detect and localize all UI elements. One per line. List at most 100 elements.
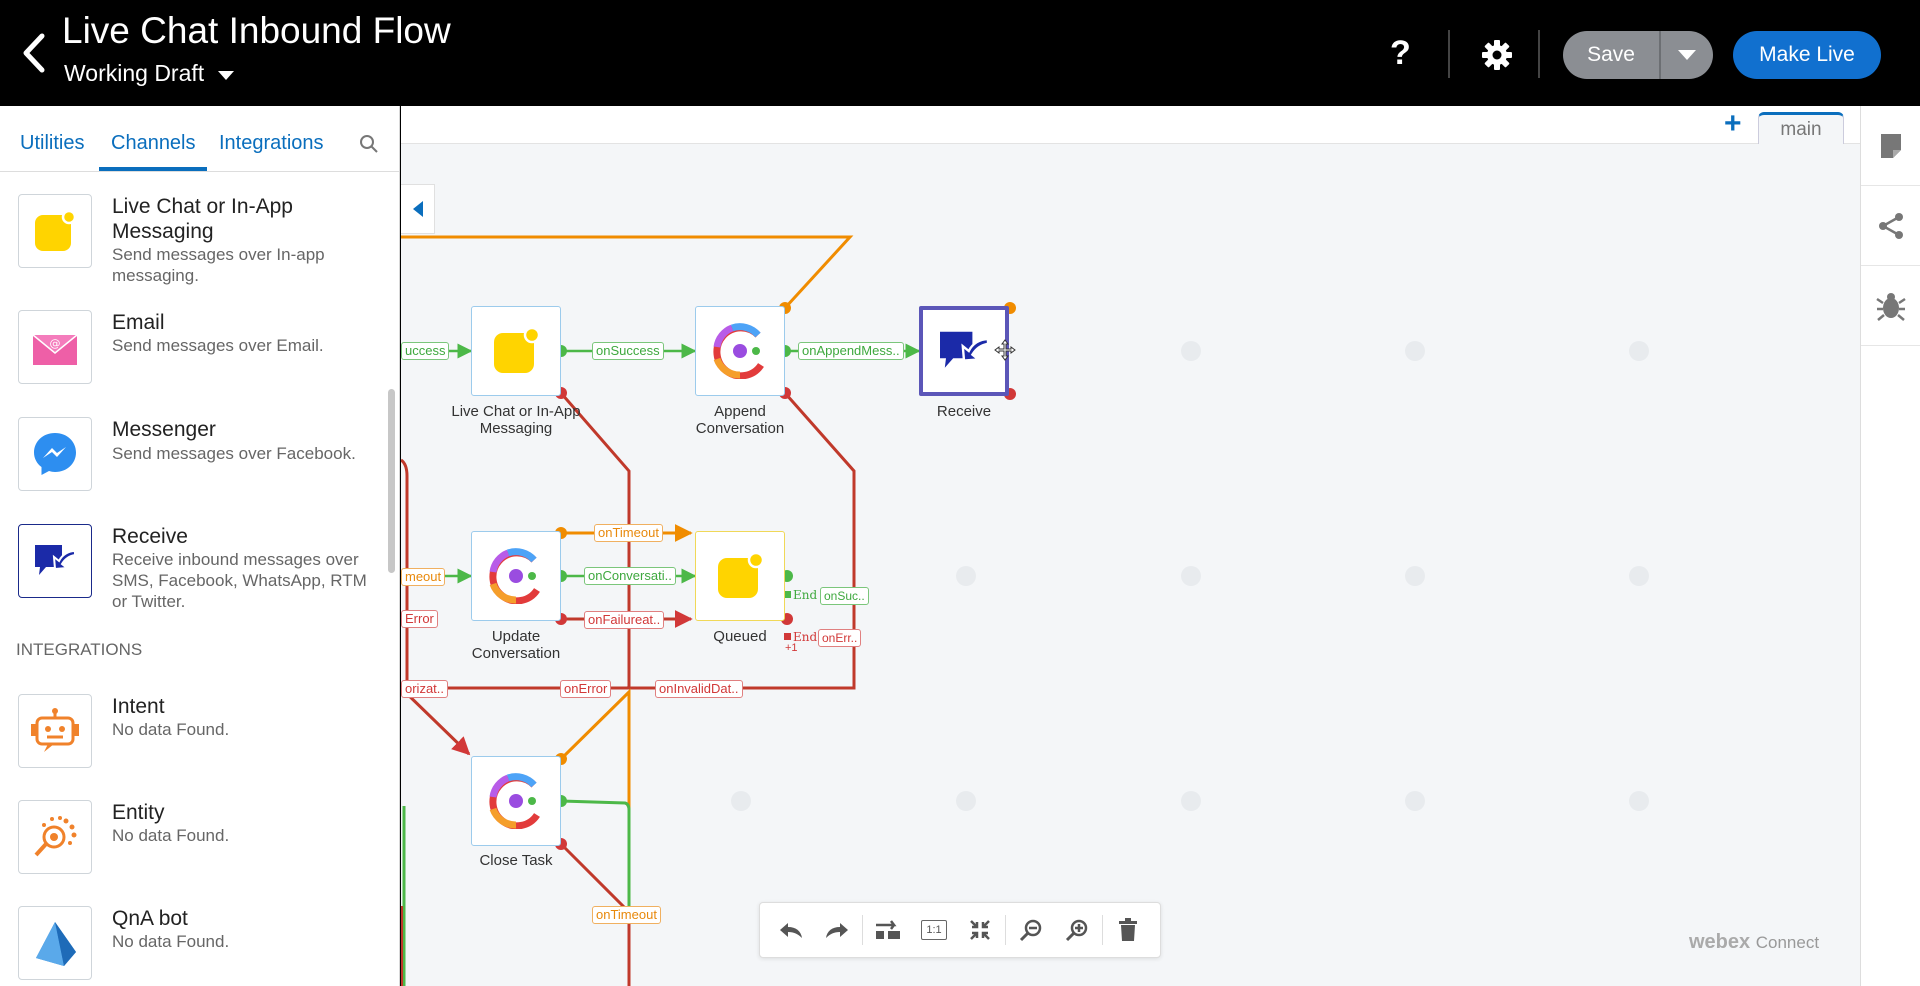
node-live-chat[interactable] xyxy=(471,306,561,396)
canvas-tab-bar: + main xyxy=(401,106,1860,144)
back-arrow-icon[interactable] xyxy=(18,32,52,74)
edge-label[interactable]: onAppendMess.. xyxy=(798,342,904,360)
receive-icon xyxy=(940,331,990,368)
node-label: Update Conversation xyxy=(471,628,561,662)
top-bar: Live Chat Inbound Flow Working Draft ? S… xyxy=(0,0,1920,106)
move-cursor-icon xyxy=(994,339,1016,366)
conversation-icon xyxy=(713,323,764,379)
tab-utilities[interactable]: Utilities xyxy=(20,132,85,154)
notes-icon[interactable] xyxy=(1861,106,1920,186)
tab-channels[interactable]: Channels xyxy=(111,132,196,154)
actual-size-label: 1:1 xyxy=(921,920,947,940)
brand-suffix: Connect xyxy=(1755,933,1820,952)
palette-item-name: QnA bot xyxy=(112,907,188,930)
zoom-out-icon[interactable] xyxy=(1008,910,1054,950)
more-outputs-label[interactable]: +1 xyxy=(785,642,798,654)
edge-label[interactable]: onTimeout xyxy=(592,906,661,924)
live-chat-icon xyxy=(718,552,764,598)
node-receive-selected[interactable] xyxy=(919,306,1009,396)
fit-to-screen-icon[interactable] xyxy=(957,910,1003,950)
divider xyxy=(862,915,863,945)
tab-main[interactable]: main xyxy=(1758,112,1844,144)
flow-connections xyxy=(401,235,1649,986)
palette-item-name: Messenger xyxy=(112,418,216,441)
node-label: Queued xyxy=(713,628,767,645)
divider xyxy=(1005,915,1006,945)
edge-label[interactable]: onInvalidDat.. xyxy=(655,680,743,698)
gear-icon[interactable] xyxy=(1480,38,1514,72)
search-icon[interactable] xyxy=(358,133,380,155)
conversation-icon xyxy=(489,548,540,604)
active-tab-indicator xyxy=(99,167,207,171)
palette-item-desc: Send messages over Facebook. xyxy=(112,444,356,463)
conversation-icon xyxy=(489,773,540,829)
palette-item-live-chat[interactable]: Live Chat or In-App Messaging Send messa… xyxy=(18,194,378,294)
node-label: Receive xyxy=(936,403,992,420)
node-update-conversation[interactable] xyxy=(471,531,561,621)
arrange-icon[interactable] xyxy=(865,910,911,950)
redo-icon[interactable] xyxy=(814,910,860,950)
email-icon: @ xyxy=(18,310,92,384)
chevron-down-icon xyxy=(218,70,235,80)
live-chat-icon xyxy=(18,194,92,268)
version-label: Working Draft xyxy=(64,60,205,86)
save-options-dropdown[interactable] xyxy=(1659,31,1713,79)
edge-label[interactable]: Error xyxy=(401,610,438,628)
palette-item-receive[interactable]: Receive Receive inbound messages over SM… xyxy=(18,524,378,624)
node-palette-panel: Utilities Channels Integrations Live Cha… xyxy=(0,106,400,986)
node-close-task[interactable] xyxy=(471,756,561,846)
end-error-label: End xyxy=(793,630,818,644)
palette-item-entity[interactable]: Entity No data Found. xyxy=(18,800,378,880)
node-queued[interactable] xyxy=(695,531,785,621)
divider xyxy=(1448,30,1450,78)
divider xyxy=(1102,915,1103,945)
undo-icon[interactable] xyxy=(768,910,814,950)
edge-label[interactable]: onErr.. xyxy=(818,629,862,647)
tab-integrations[interactable]: Integrations xyxy=(219,132,324,154)
actual-size-button[interactable]: 1:1 xyxy=(911,910,957,950)
palette-item-email[interactable]: @ Email Send messages over Email. xyxy=(18,310,378,390)
canvas-toolbar: 1:1 xyxy=(759,902,1161,958)
save-button-group: Save xyxy=(1563,31,1713,79)
edge-label[interactable]: onConversati.. xyxy=(584,567,676,585)
webex-connect-logo: webex Connect xyxy=(1689,931,1819,954)
share-icon[interactable] xyxy=(1861,186,1920,266)
panel-scrollbar[interactable] xyxy=(388,389,395,573)
save-button[interactable]: Save xyxy=(1587,43,1635,66)
version-dropdown[interactable]: Working Draft xyxy=(64,60,235,87)
edge-label[interactable]: meout xyxy=(401,568,446,586)
messenger-icon xyxy=(18,417,92,491)
edge-label[interactable]: onError xyxy=(560,680,612,698)
edge-label[interactable]: onTimeout xyxy=(594,524,663,542)
palette-item-name: Entity xyxy=(112,801,165,824)
qna-bot-icon xyxy=(18,906,92,980)
palette-item-desc: Send messages over In-app messaging. xyxy=(112,245,325,285)
node-label: Live Chat or In-App Messaging xyxy=(451,403,581,437)
svg-text:@: @ xyxy=(50,337,61,350)
end-success-label: End xyxy=(793,588,818,602)
palette-item-messenger[interactable]: Messenger Send messages over Facebook. xyxy=(18,417,378,497)
zoom-in-icon[interactable] xyxy=(1054,910,1100,950)
edge-label[interactable]: onFailureat.. xyxy=(584,611,665,629)
edge-label[interactable]: onSuccess xyxy=(592,342,664,360)
make-live-button[interactable]: Make Live xyxy=(1733,31,1881,79)
chevron-down-icon xyxy=(1678,50,1696,60)
help-button[interactable]: ? xyxy=(1390,34,1411,72)
edge-label[interactable]: uccess xyxy=(401,342,450,360)
collapse-panel-button[interactable] xyxy=(401,184,435,234)
intent-bot-icon xyxy=(18,694,92,768)
brand-name: webex xyxy=(1689,931,1751,953)
trash-icon[interactable] xyxy=(1105,910,1151,950)
flow-title: Live Chat Inbound Flow xyxy=(62,10,451,51)
debug-bug-icon[interactable] xyxy=(1861,266,1920,346)
palette-item-qna-bot[interactable]: QnA bot No data Found. xyxy=(18,906,378,986)
section-header-integrations: INTEGRATIONS xyxy=(16,640,143,659)
node-append-conversation[interactable] xyxy=(695,306,785,396)
live-chat-icon xyxy=(494,327,540,373)
flow-canvas[interactable]: + main xyxy=(401,106,1860,986)
edge-label[interactable]: onSuc.. xyxy=(820,587,869,605)
palette-item-intent[interactable]: Intent No data Found. xyxy=(18,694,378,774)
add-tab-button[interactable]: + xyxy=(1724,107,1742,140)
palette-item-desc: No data Found. xyxy=(112,826,230,845)
edge-label[interactable]: orizat.. xyxy=(401,680,449,698)
